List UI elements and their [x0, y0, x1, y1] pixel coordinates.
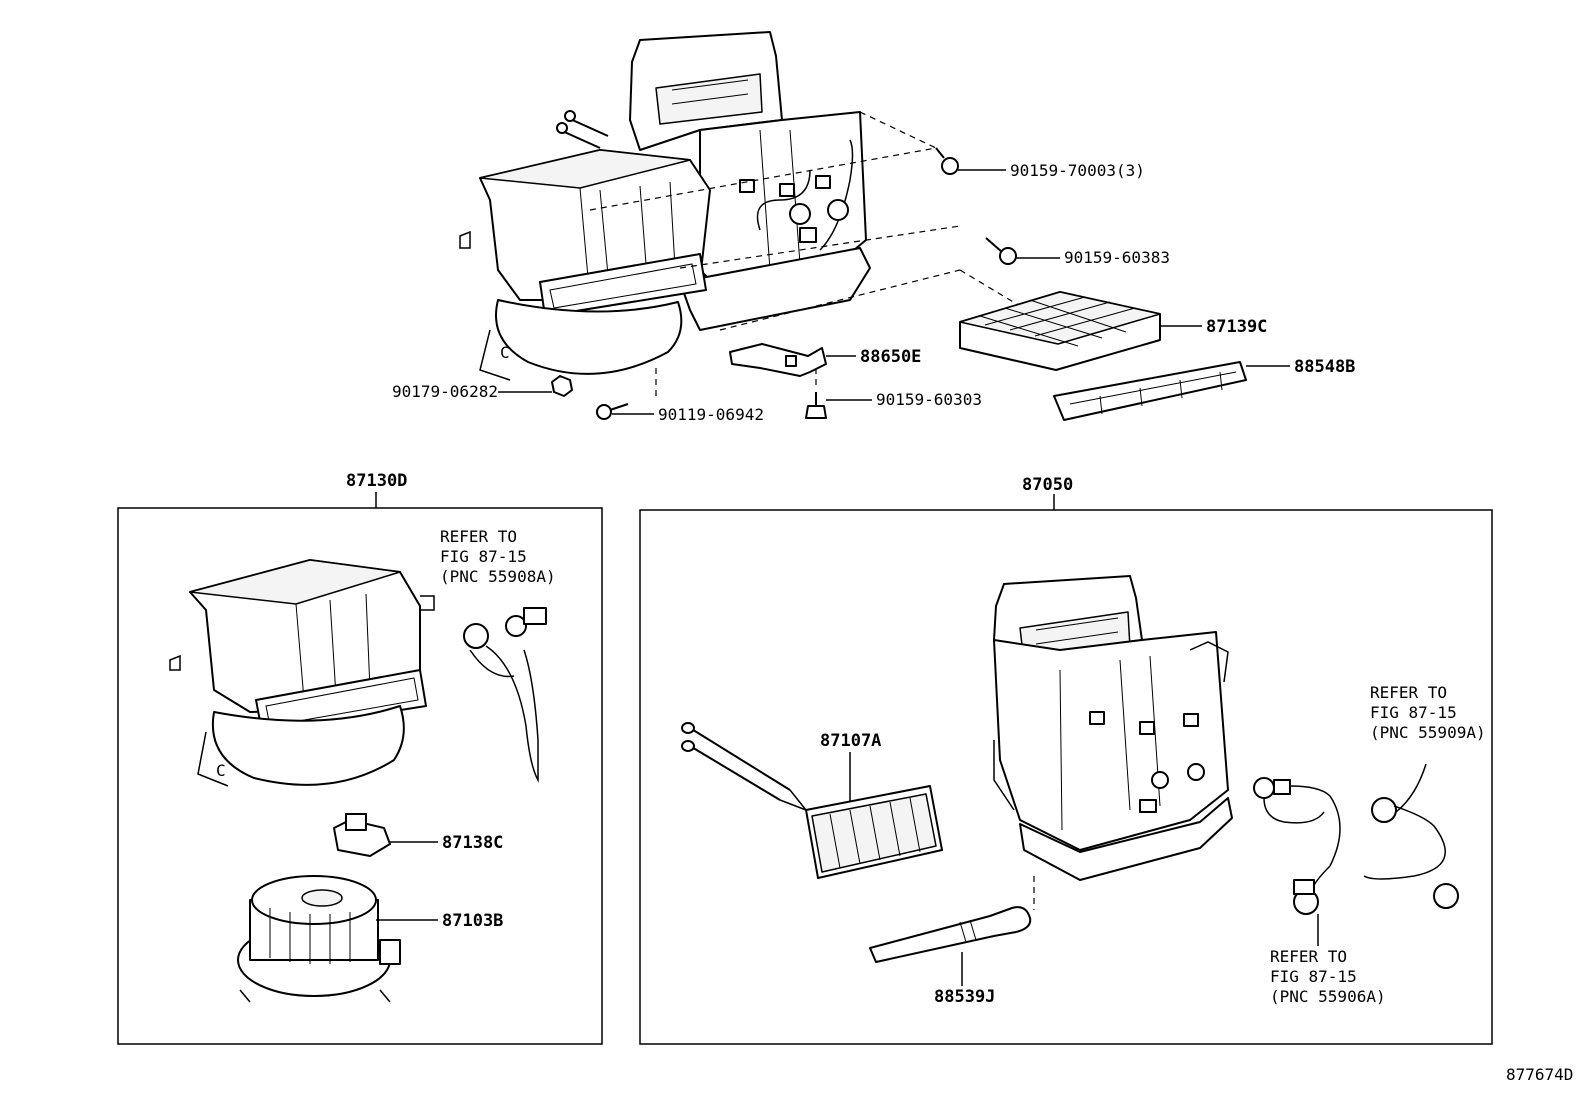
- servo-motors-right: [1253, 763, 1459, 915]
- screw-90159-70003: 90159-70003(3): [935, 147, 1145, 180]
- top-leaders: [589, 111, 1021, 396]
- filter-87139C: 87139C: [959, 291, 1267, 371]
- label-90159-60303: 90159-60303: [876, 390, 982, 409]
- label-90159-70003: 90159-70003(3): [1010, 161, 1145, 180]
- label-88539J: 88539J: [934, 987, 995, 1007]
- refer-left-line-2: FIG 87-15: [440, 547, 527, 566]
- bolt-90119-06942: 90119-06942: [596, 403, 764, 424]
- label-87107A: 87107A: [820, 731, 881, 751]
- box-87130D: [117, 507, 603, 1045]
- nut-90179-06282: 90179-06282: [392, 375, 573, 401]
- refer-right-top-line-2: FIG 87-15: [1370, 703, 1457, 722]
- refer-right-top-line-3: (PNC 55909A): [1370, 723, 1486, 742]
- label-88650E: 88650E: [860, 347, 921, 367]
- label-90159-60383: 90159-60383: [1064, 248, 1170, 267]
- label-87139C: 87139C: [1206, 317, 1267, 337]
- label-88548B: 88548B: [1294, 357, 1355, 377]
- label-87130D: 87130D: [346, 471, 407, 491]
- refer-left-line-3: (PNC 55908A): [440, 567, 556, 586]
- box-87050: [639, 509, 1493, 1045]
- servo-motor-left: [463, 607, 547, 783]
- drain-hose-88539J: 88539J: [869, 906, 1032, 1007]
- hvac-case-87050: [993, 575, 1233, 881]
- refer-left-line-1: REFER TO: [440, 527, 517, 546]
- screw-90159-60303: 90159-60303: [805, 390, 982, 419]
- blower-motor-87103B: 87103B: [237, 875, 503, 1003]
- refer-right-bottom-line-1: REFER TO: [1270, 947, 1347, 966]
- resistor-87138C: 87138C: [333, 813, 503, 857]
- bracket-88650E: 88650E: [729, 343, 921, 377]
- svg-text:C: C: [500, 343, 510, 362]
- label-87050: 87050: [1022, 475, 1073, 495]
- label-87138C: 87138C: [442, 833, 503, 853]
- refer-right-bottom-line-2: FIG 87-15: [1270, 967, 1357, 986]
- hvac-unit-assembly: C: [459, 31, 871, 381]
- blower-unit-87130D: C: [169, 559, 435, 787]
- refer-right-bottom-line-3: (PNC 55906A): [1270, 987, 1386, 1006]
- label-90119-06942: 90119-06942: [658, 405, 764, 424]
- label-87103B: 87103B: [442, 911, 503, 931]
- cover-88548B: 88548B: [1053, 357, 1355, 421]
- screw-90159-60383: 90159-60383: [985, 237, 1170, 267]
- label-90179-06282: 90179-06282: [392, 382, 498, 401]
- refer-right-top-line-1: REFER TO: [1370, 683, 1447, 702]
- svg-text:C: C: [216, 761, 226, 780]
- heater-core-87107A: 87107A: [681, 722, 943, 879]
- diagram-id: 877674D: [1506, 1065, 1573, 1084]
